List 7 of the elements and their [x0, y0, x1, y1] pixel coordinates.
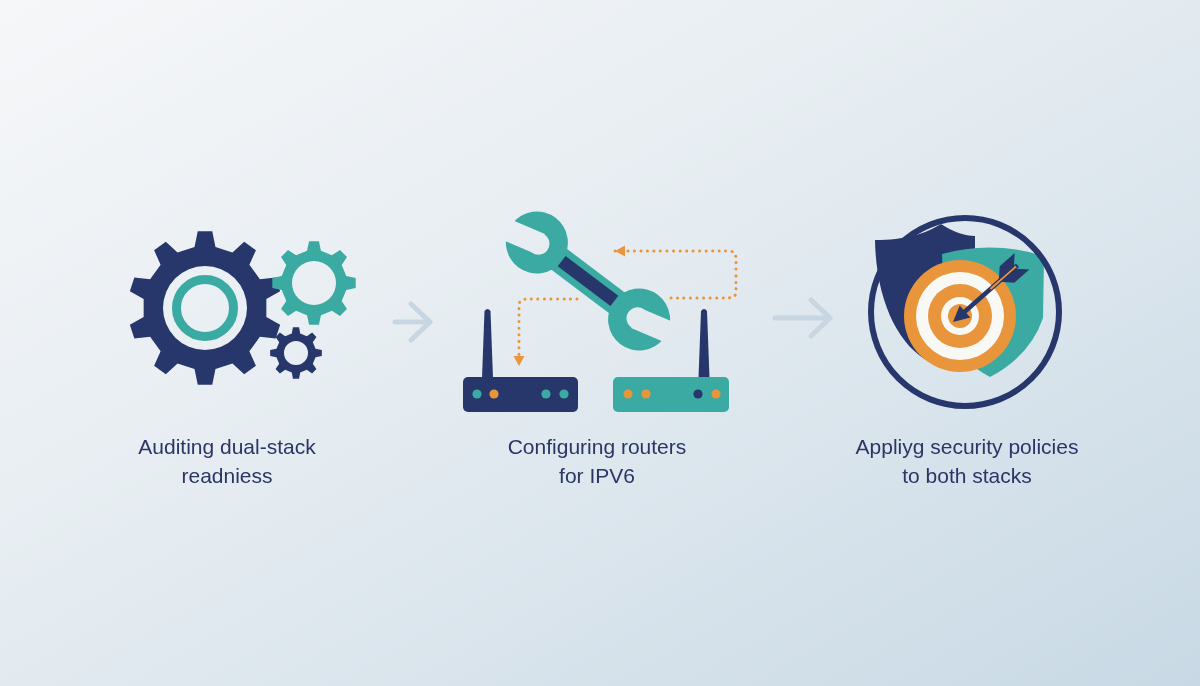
dotted-arrow — [613, 245, 738, 300]
arrow — [772, 297, 833, 339]
step-caption: Configuring routers for IPV6 — [506, 434, 688, 489]
step-caption: Auditing dual-stack readniess — [137, 434, 317, 489]
arrow — [392, 301, 433, 343]
wrench — [505, 211, 671, 351]
step-caption: Appliyg security policies to both stacks — [854, 434, 1080, 489]
